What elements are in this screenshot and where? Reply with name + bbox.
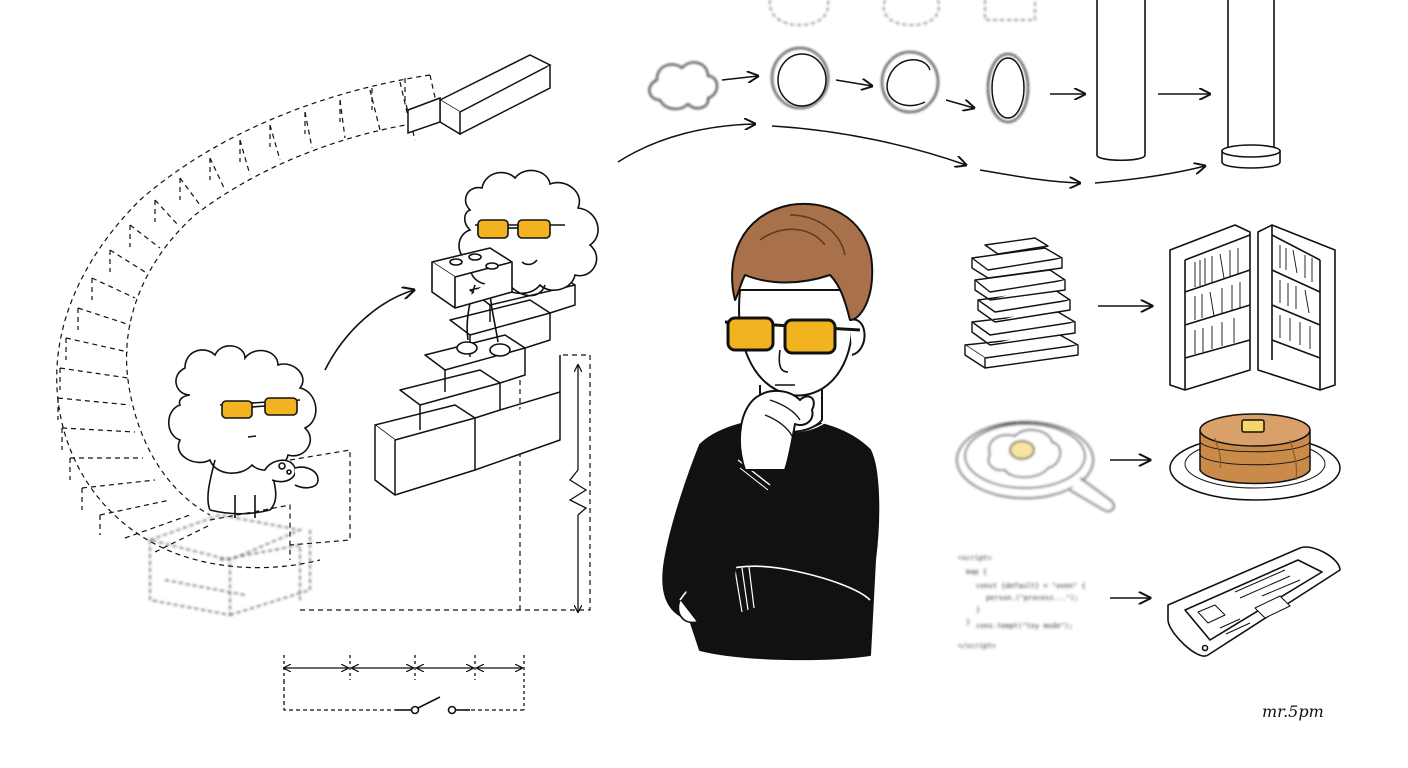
code-line: cons.tempt("toy mode"); <box>976 622 1073 630</box>
code-snippet-icon: <script> map { const {default} = "oven" … <box>958 554 1086 650</box>
signature: mr.5pm <box>1262 702 1324 721</box>
progress-arrow <box>324 290 414 371</box>
code-line: } <box>976 606 980 614</box>
code-line: map { <box>966 568 987 576</box>
foundation-blocks <box>147 514 311 616</box>
top-bricks <box>407 54 552 136</box>
brain-cloud-character-icon <box>167 345 319 518</box>
solid-staircase <box>374 271 576 496</box>
thinking-man-icon <box>662 202 880 661</box>
frying-pan-egg-icon <box>956 421 1115 512</box>
code-line: <script> <box>958 554 992 562</box>
code-line: </script> <box>958 642 996 650</box>
cloud-to-ring-transformation-icon <box>617 0 1210 183</box>
switch-icon <box>395 696 470 718</box>
pancake-stack-icon <box>1169 413 1341 501</box>
code-line: const {default} = "oven" { <box>976 582 1086 590</box>
pillar-icon <box>1096 0 1281 169</box>
code-line: } <box>966 618 970 626</box>
book-stack-icon <box>964 237 1079 369</box>
bookshelf-icon <box>1169 224 1336 391</box>
brick-icon <box>431 247 513 309</box>
tablet-icon <box>1167 546 1341 657</box>
code-line: person.("process..."); <box>986 594 1079 602</box>
spiral-staircase-icon <box>56 74 591 611</box>
